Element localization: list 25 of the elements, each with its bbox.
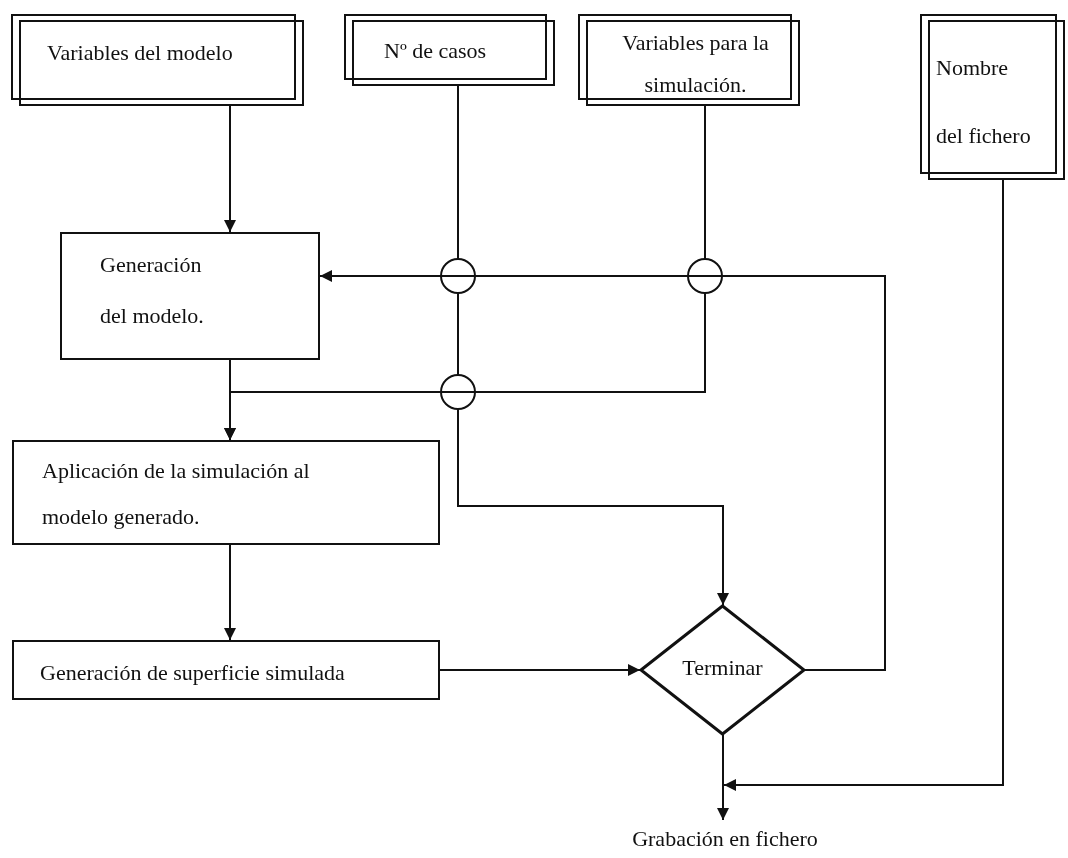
input-box (920, 14, 1065, 180)
box-label: Variables para la simulación. (621, 29, 770, 99)
box-label: Variables del modelo (47, 39, 234, 67)
box-label: Aplicación de la simulación al modelo generado. (42, 457, 311, 532)
process-box (12, 640, 440, 700)
process-box (60, 232, 320, 360)
arrow (717, 734, 729, 821)
arrow (723, 179, 1004, 791)
box-label: Nº de casos (384, 37, 488, 65)
box-label: Terminar (681, 654, 764, 682)
input-box (344, 14, 555, 86)
box-label: Nombre del fichero (936, 54, 1032, 151)
input-box (578, 14, 800, 106)
box-label: Generación de superficie simulada (40, 659, 346, 687)
decision-diamond (640, 605, 805, 735)
arrow (224, 544, 236, 641)
output-label: Grabación en fichero (590, 822, 860, 856)
arrow (319, 270, 886, 671)
arrow (224, 105, 236, 233)
arrow (439, 664, 641, 676)
arrow (457, 85, 729, 606)
process-box (12, 440, 440, 545)
input-box (11, 14, 304, 106)
arrow (224, 359, 236, 441)
box-label: Generación del modelo. (100, 251, 205, 330)
